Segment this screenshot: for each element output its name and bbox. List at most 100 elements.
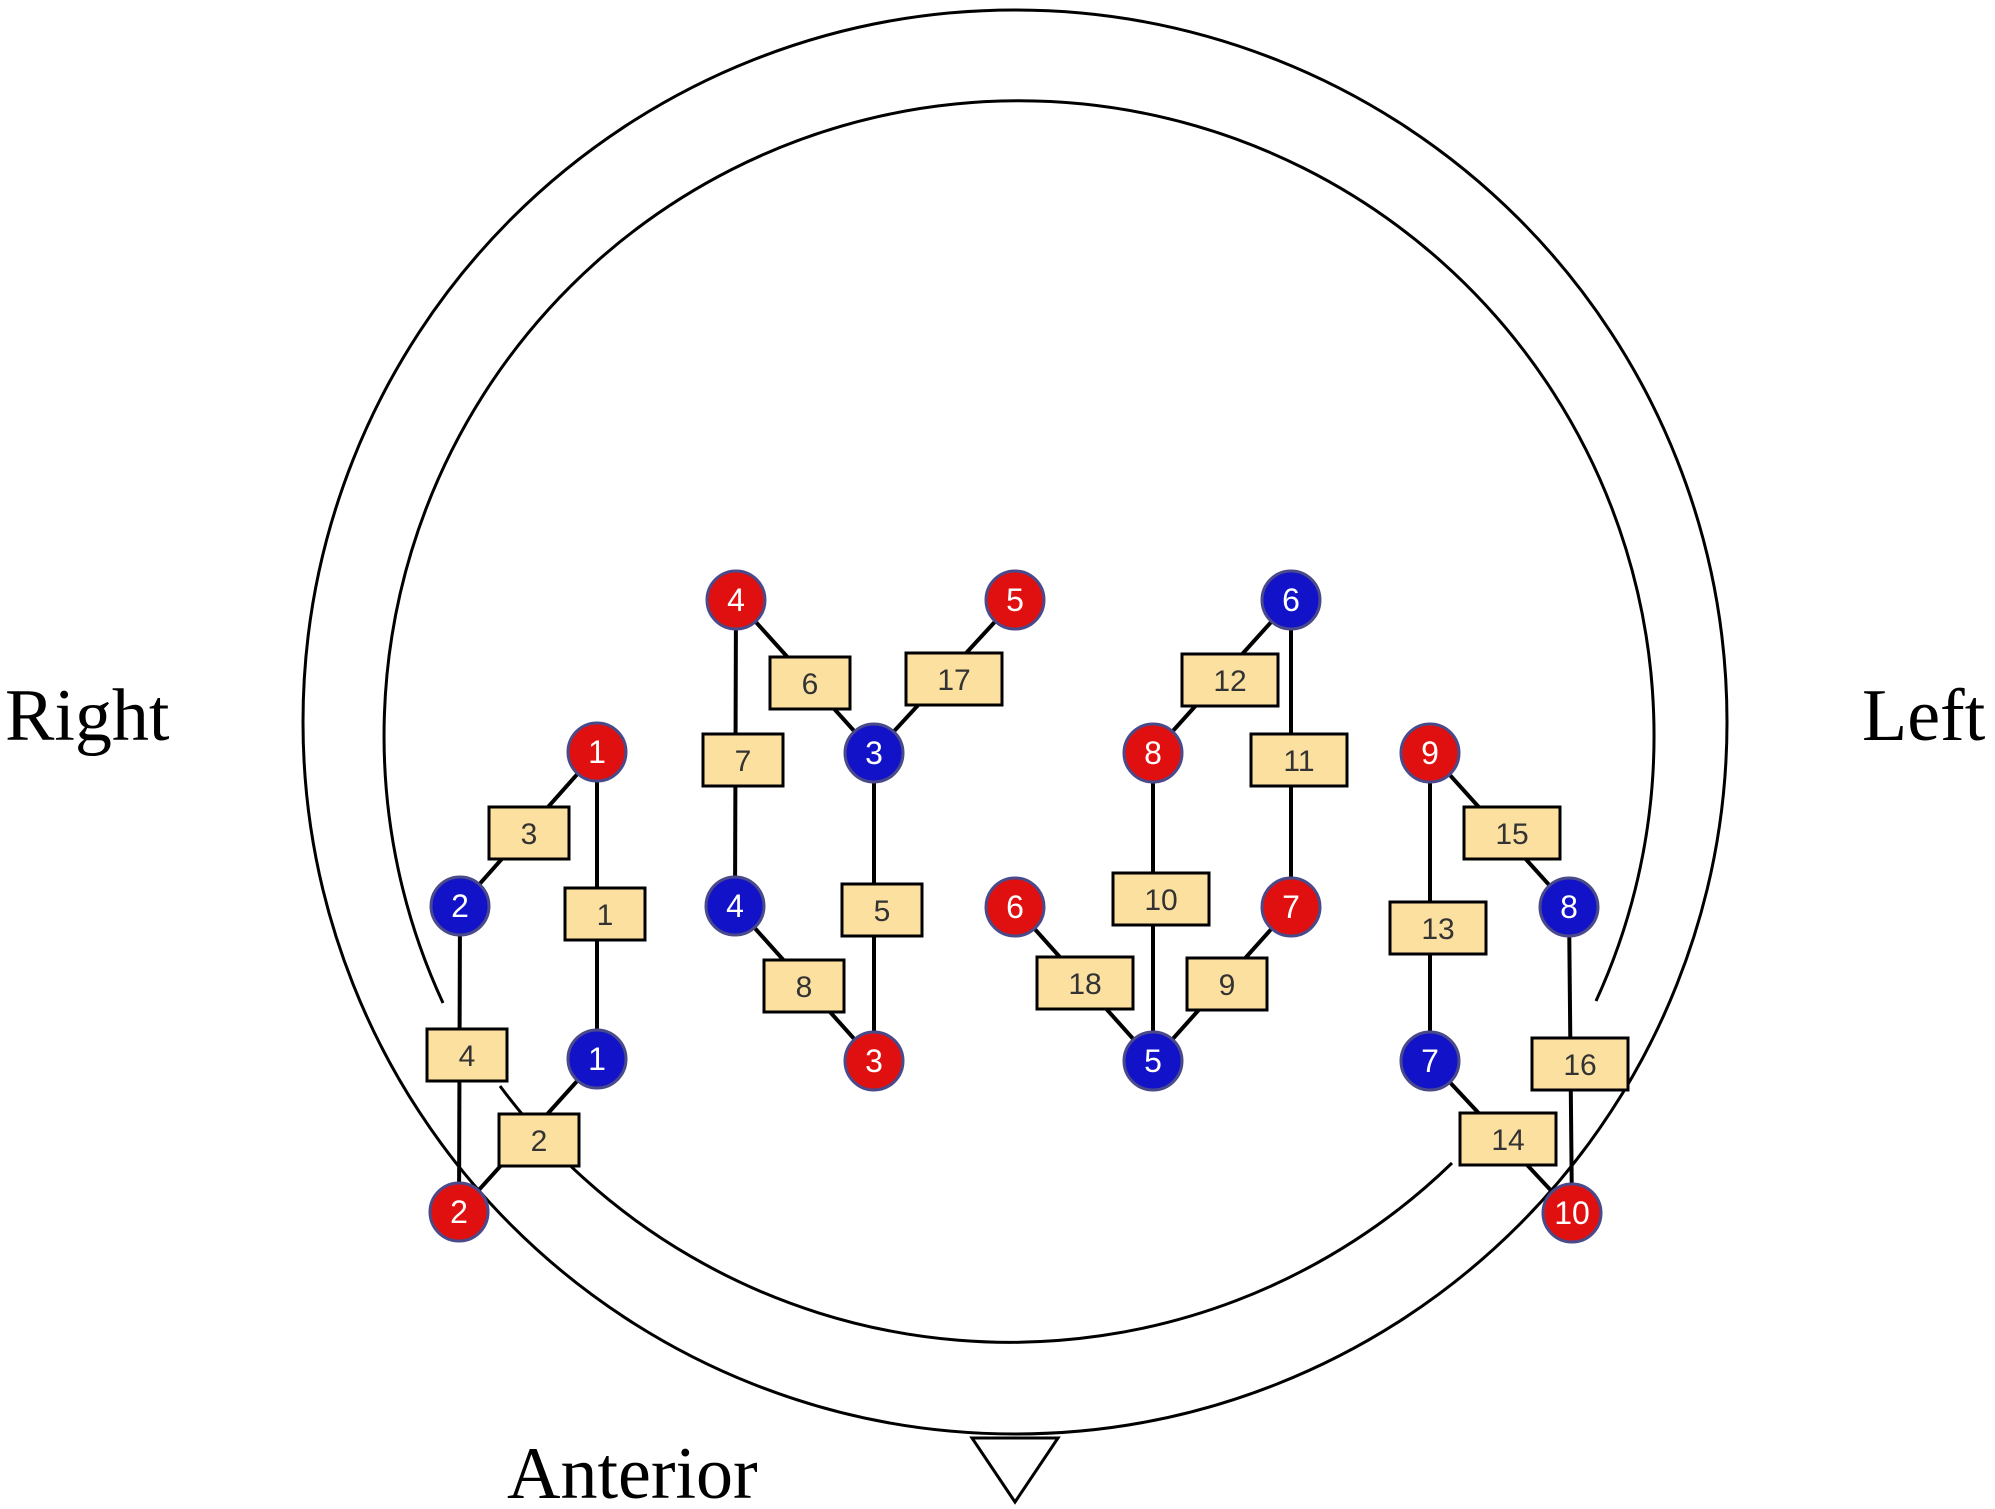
channel-label: 4 — [459, 1040, 476, 1073]
channel-box-5: 5 — [840, 882, 924, 938]
channel-box-9: 9 — [1185, 956, 1269, 1012]
channel-box-rect — [1388, 900, 1488, 956]
channel-box-rect — [1458, 1111, 1558, 1167]
optode-circle — [705, 569, 767, 631]
optode-circle — [843, 722, 905, 784]
inner-head-arc-bottom-left — [498, 1085, 1454, 1344]
optode-circle — [1399, 1030, 1461, 1092]
channel-box-rect — [701, 732, 785, 788]
channel-box-rect — [487, 805, 571, 861]
optode-label: 8 — [1144, 735, 1162, 771]
inner-head-arc — [382, 99, 1656, 1004]
source-optode-9: 9 — [1399, 722, 1461, 784]
detector-optode-8: 8 — [1538, 876, 1600, 938]
optode-label: 7 — [1282, 889, 1300, 925]
detector-optode-4: 4 — [704, 875, 766, 937]
channel-box-18: 18 — [1035, 955, 1135, 1011]
channel-box-rect — [1111, 871, 1211, 927]
channel-label: 13 — [1421, 913, 1454, 946]
channel-box-14: 14 — [1458, 1111, 1558, 1167]
anterior-label: Anterior — [507, 1433, 758, 1509]
optode-circle — [984, 876, 1046, 938]
channel-label: 17 — [937, 664, 970, 697]
channel-box-11: 11 — [1249, 732, 1349, 788]
optode-circle — [1260, 876, 1322, 938]
channel-label: 5 — [874, 895, 891, 928]
optode-circle — [984, 569, 1046, 631]
source-optode-1: 1 — [566, 721, 628, 783]
channel-box-12: 12 — [1180, 652, 1280, 708]
channel-box-4: 4 — [425, 1027, 509, 1083]
channel-box-13: 13 — [1388, 900, 1488, 956]
optode-label: 7 — [1421, 1043, 1439, 1079]
optode-label: 5 — [1144, 1043, 1162, 1079]
channel-box-rect — [840, 882, 924, 938]
channel-box-rect — [1185, 956, 1269, 1012]
channel-box-rect — [1180, 652, 1280, 708]
channel-box-rect — [497, 1112, 581, 1168]
source-optode-10: 10 — [1541, 1182, 1603, 1244]
channel-label: 18 — [1068, 968, 1101, 1001]
optode-label: 3 — [865, 735, 883, 771]
channel-box-3: 3 — [487, 805, 571, 861]
channel-box-rect — [904, 651, 1004, 707]
channel-box-2: 2 — [497, 1112, 581, 1168]
channel-box-rect — [762, 958, 846, 1014]
optode-label: 8 — [1560, 889, 1578, 925]
head-outline — [301, 8, 1729, 1505]
channel-label: 3 — [521, 818, 538, 851]
optode-label: 4 — [726, 888, 744, 924]
optode-circle — [428, 1181, 490, 1243]
optode-circle — [1122, 722, 1184, 784]
source-optode-5: 5 — [984, 569, 1046, 631]
optode-circle — [1538, 876, 1600, 938]
optode-label: 3 — [865, 1043, 883, 1079]
channel-box-16: 16 — [1530, 1036, 1630, 1092]
detector-optode-1: 1 — [566, 1028, 628, 1090]
optode-circle — [704, 875, 766, 937]
optode-label: 2 — [450, 1194, 468, 1230]
optode-circle — [1541, 1182, 1603, 1244]
channel-label: 6 — [802, 668, 819, 701]
channel-label: 2 — [531, 1125, 548, 1158]
channel-box-rect — [1462, 805, 1562, 861]
optode-circle — [429, 875, 491, 937]
channel-label: 1 — [597, 899, 614, 932]
detector-optode-3: 3 — [843, 722, 905, 784]
detector-optode-2: 2 — [429, 875, 491, 937]
optode-circle — [1260, 569, 1322, 631]
detector-optode-5: 5 — [1122, 1030, 1184, 1092]
channel-label: 12 — [1213, 665, 1246, 698]
optode-label: 10 — [1554, 1195, 1590, 1231]
optode-label: 2 — [451, 888, 469, 924]
channel-label: 16 — [1563, 1049, 1596, 1082]
optode-label: 5 — [1006, 582, 1024, 618]
optode-label: 4 — [727, 582, 745, 618]
channel-label: 8 — [796, 971, 813, 1004]
detector-optode-6: 6 — [1260, 569, 1322, 631]
optode-label: 9 — [1421, 735, 1439, 771]
channel-box-rect — [1530, 1036, 1630, 1092]
optode-circle — [843, 1030, 905, 1092]
optode-label: 6 — [1006, 889, 1024, 925]
channel-box-rect — [563, 886, 647, 942]
left-side-label: Left — [1862, 675, 1986, 757]
source-optode-8: 8 — [1122, 722, 1184, 784]
channel-box-8: 8 — [762, 958, 846, 1014]
outer-head-circle — [301, 8, 1729, 1436]
channel-box-rect — [768, 655, 852, 711]
channel-label: 10 — [1144, 884, 1177, 917]
channel-box-15: 15 — [1462, 805, 1562, 861]
channel-box-7: 7 — [701, 732, 785, 788]
channel-box-1: 1 — [563, 886, 647, 942]
source-optode-6: 6 — [984, 876, 1046, 938]
source-optode-7: 7 — [1260, 876, 1322, 938]
channel-label: 9 — [1219, 969, 1236, 1002]
channel-label: 7 — [735, 745, 752, 778]
optode-label: 1 — [588, 734, 606, 770]
source-optode-2: 2 — [428, 1181, 490, 1243]
channel-box-6: 6 — [768, 655, 852, 711]
